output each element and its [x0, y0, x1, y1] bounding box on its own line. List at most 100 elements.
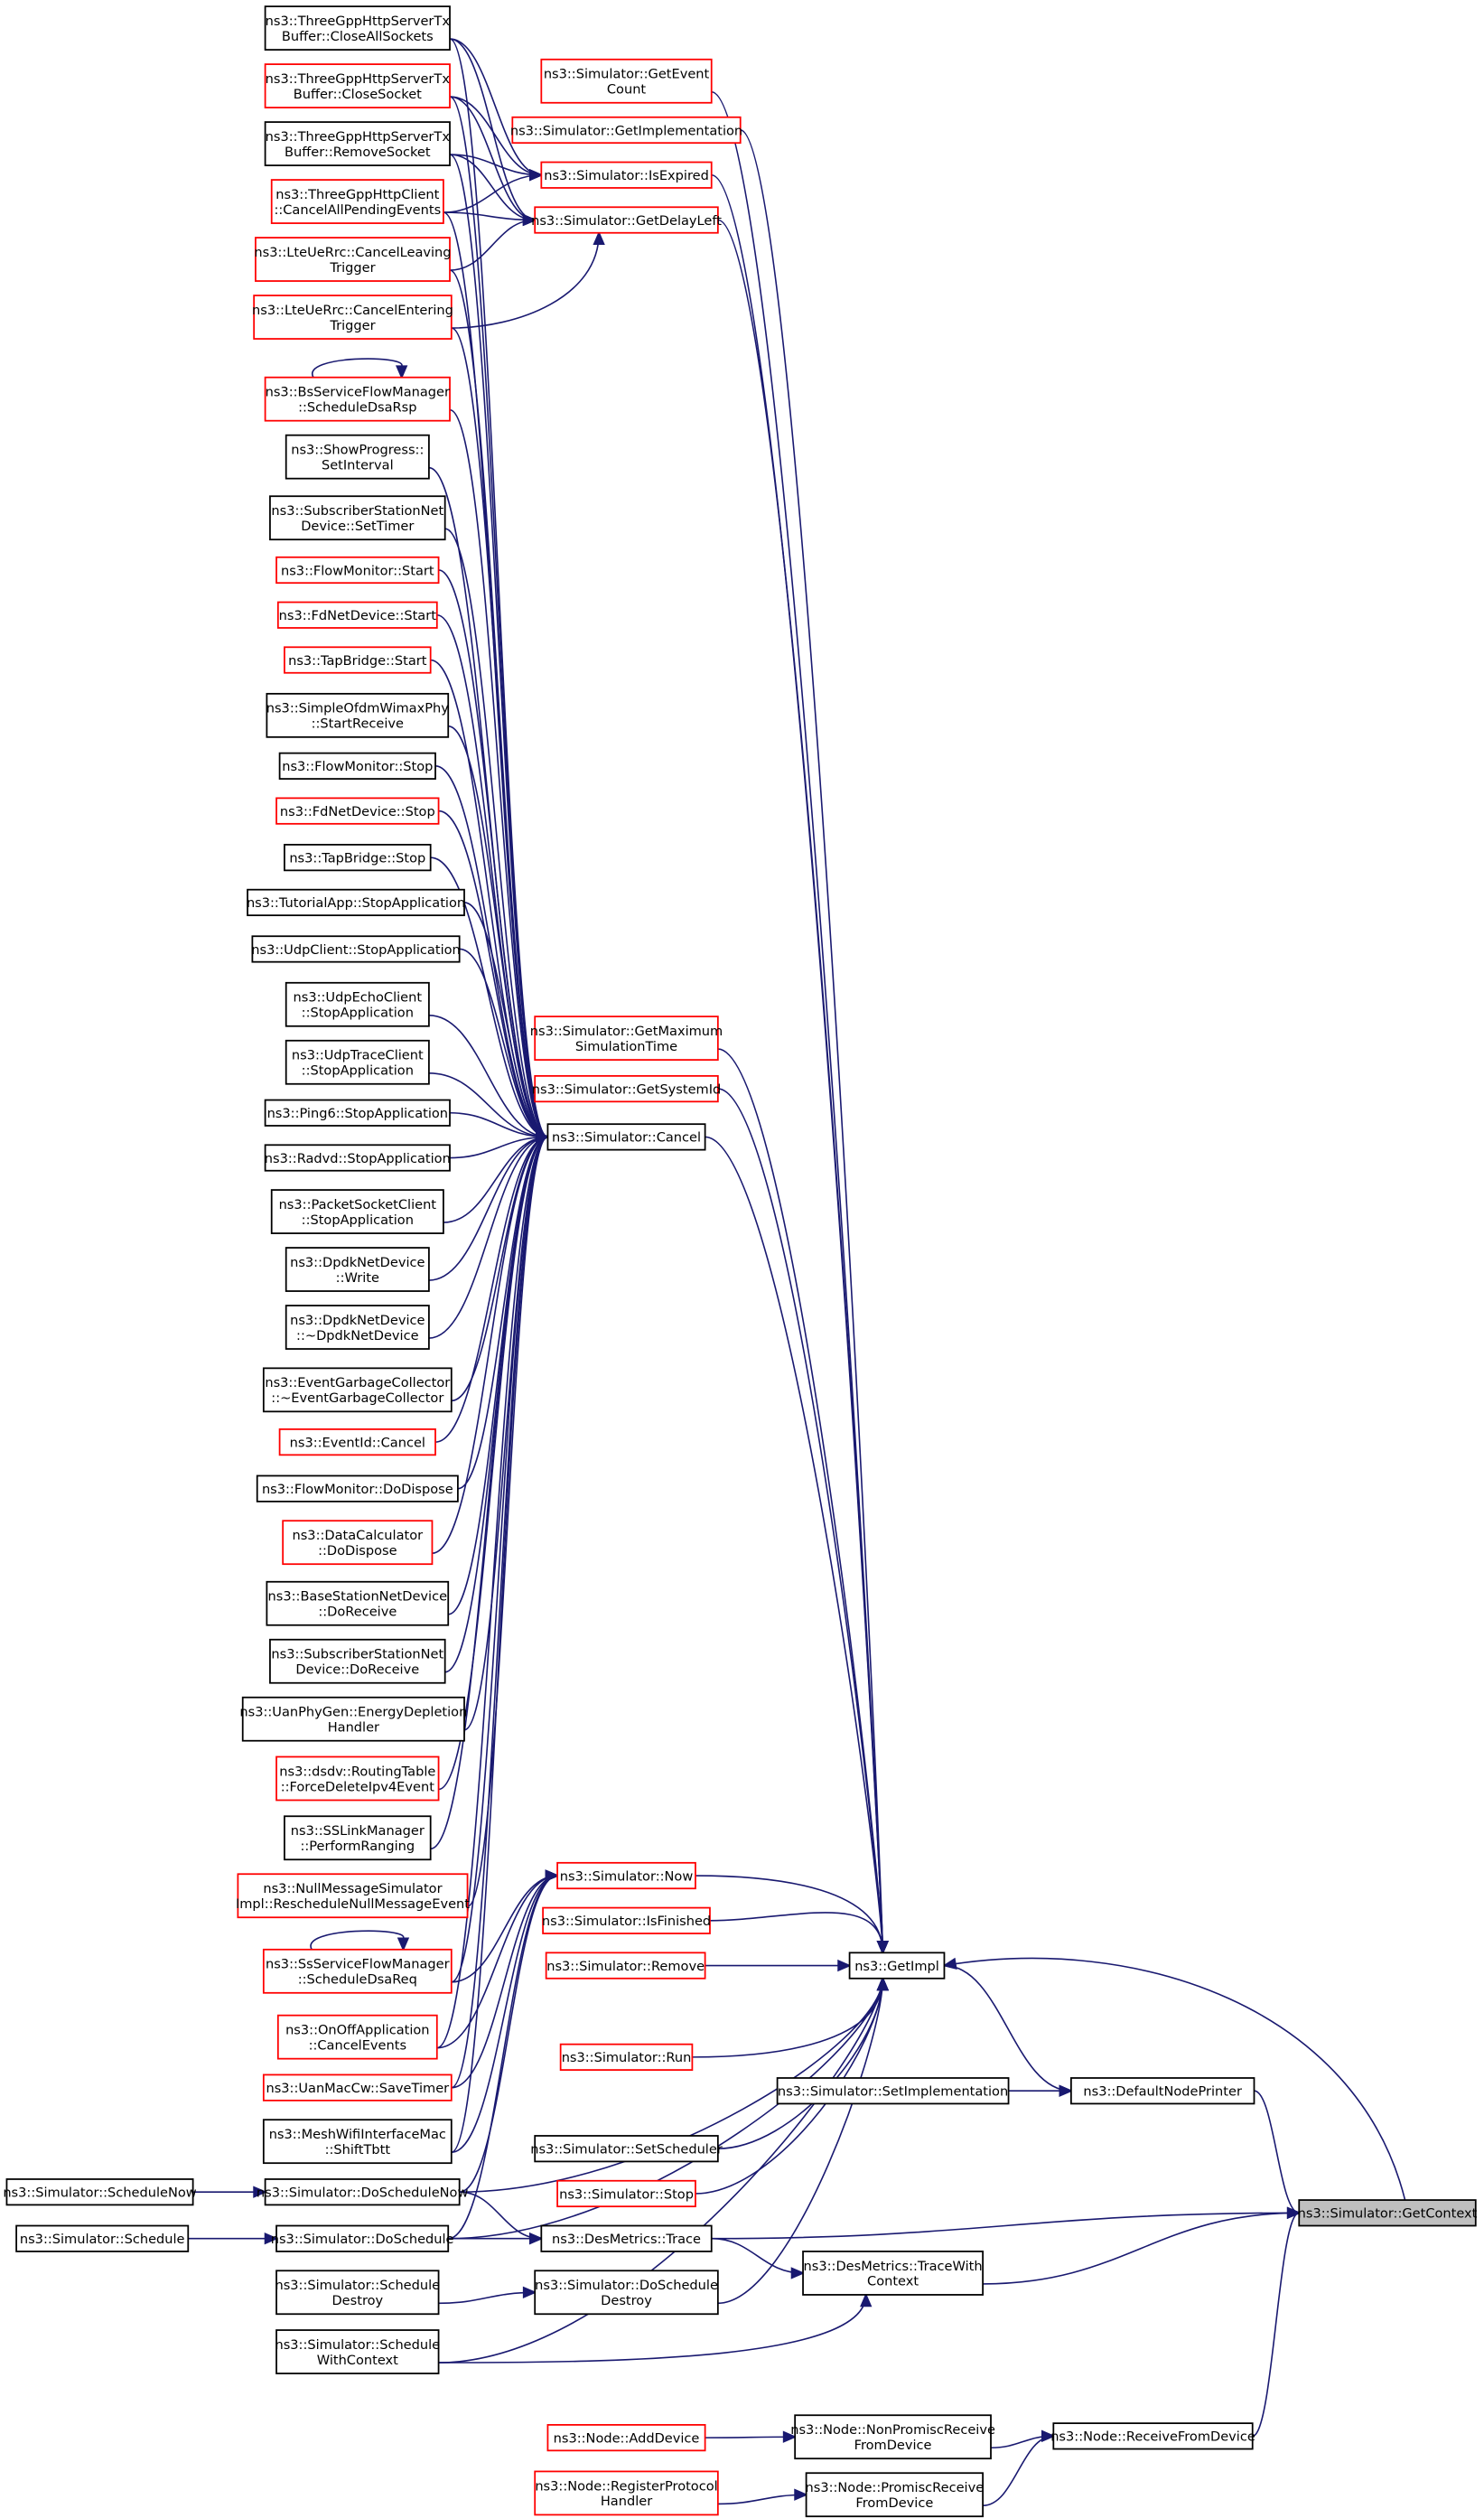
node-ns3-tapbridge-stop[interactable]: ns3::TapBridge::Stop — [284, 844, 432, 872]
node-ns3-udpechoclient-stopapplication-box[interactable] — [285, 981, 430, 1027]
node-ns3-simulator-doschedule-destroy-box[interactable] — [534, 2270, 719, 2316]
node-ns3-uanmaccw-savetimer-box[interactable] — [262, 2073, 453, 2101]
node-ns3-simulator-getmaximum-simulationtime-box[interactable] — [534, 1016, 719, 1061]
node-ns3-meshwifiinterfacemac-shifttbtt[interactable]: ns3::MeshWifiInterfaceMac::ShiftTbtt — [262, 2119, 453, 2165]
node-ns3-fdnetdevice-start-box[interactable] — [276, 601, 438, 629]
node-ns3-flowmonitor-dodispose[interactable]: ns3::FlowMonitor::DoDispose — [256, 1474, 459, 1502]
node-ns3-simulator-setimplementation[interactable]: ns3::Simulator::SetImplementation — [776, 2077, 1010, 2105]
node-ns3-simulator-getimplementation[interactable]: ns3::Simulator::GetImplementation — [510, 116, 742, 145]
node-ns3-ping6-stopapplication[interactable]: ns3::Ping6::StopApplication — [264, 1099, 451, 1127]
node-ns3-node-nonpromiscreceive-fromdevice-box[interactable] — [794, 2414, 992, 2460]
node-ns3-meshwifiinterfacemac-shifttbtt-box[interactable] — [262, 2119, 453, 2165]
node-ns3-ssserviceflowmanager-scheduledsareq[interactable]: ns3::SsServiceFlowManager::ScheduleDsaRe… — [262, 1948, 453, 1994]
node-ns3-simulator-schedule[interactable]: ns3::Simulator::Schedule — [15, 2224, 190, 2252]
node-ns3-packetsocketclient-stopapplication-box[interactable] — [270, 1189, 444, 1234]
node-ns3-showprogress-setinterval[interactable]: ns3::ShowProgress::SetInterval — [285, 434, 430, 480]
node-ns3-tutorialapp-stopapplication-box[interactable] — [247, 888, 465, 917]
node-ns3-radvd-stopapplication[interactable]: ns3::Radvd::StopApplication — [264, 1144, 451, 1172]
node-ns3-flowmonitor-stop[interactable]: ns3::FlowMonitor::Stop — [278, 752, 436, 780]
node-ns3-simulator-stop[interactable]: ns3::Simulator::Stop — [556, 2179, 696, 2208]
node-ns3-ssserviceflowmanager-scheduledsareq-box[interactable] — [262, 1948, 453, 1994]
node-ns3-dpdknetdevice-dpdknetdevice[interactable]: ns3::DpdkNetDevice::~DpdkNetDevice — [285, 1305, 430, 1350]
node-ns3-eventgarbagecollector-eventgarbagecollector[interactable]: ns3::EventGarbageCollector::~EventGarbag… — [262, 1367, 453, 1413]
node-ns3-simulator-cancel[interactable]: ns3::Simulator::Cancel — [546, 1123, 706, 1151]
node-ns3-lteuerrc-cancelleaving-trigger-box[interactable] — [255, 237, 451, 282]
node-ns3-packetsocketclient-stopapplication[interactable]: ns3::PacketSocketClient::StopApplication — [270, 1189, 444, 1234]
node-ns3-threegpphttpclient-cancelallpendingevents[interactable]: ns3::ThreeGppHttpClient::CancelAllPendin… — [270, 179, 444, 224]
node-ns3-node-registerprotocol-handler-box[interactable] — [534, 2470, 719, 2516]
node-ns3-simulator-run[interactable]: ns3::Simulator::Run — [559, 2043, 694, 2071]
node-ns3-udpechoclient-stopapplication[interactable]: ns3::UdpEchoClient::StopApplication — [285, 981, 430, 1027]
node-ns3-eventid-cancel[interactable]: ns3::EventId::Cancel — [278, 1428, 436, 1456]
node-ns3-getimpl-box[interactable] — [848, 1952, 946, 1980]
node-ns3-simulator-now-box[interactable] — [556, 1861, 696, 1890]
node-ns3-udptraceclient-stopapplication-box[interactable] — [285, 1039, 430, 1085]
node-ns3-simpleofdmwimaxphy-startreceive-box[interactable] — [266, 692, 450, 738]
node-ns3-flowmonitor-start-box[interactable] — [275, 556, 440, 585]
node-ns3-simulator-run-box[interactable] — [559, 2043, 694, 2071]
node-ns3-uanmaccw-savetimer[interactable]: ns3::UanMacCw::SaveTimer — [262, 2073, 453, 2101]
node-ns3-basestationnetdevice-doreceive[interactable]: ns3::BaseStationNetDevice::DoReceive — [266, 1580, 450, 1626]
node-ns3-simulator-doschedulenow-box[interactable] — [264, 2178, 461, 2206]
node-ns3-flowmonitor-dodispose-box[interactable] — [256, 1474, 459, 1502]
node-ns3-simulator-now[interactable]: ns3::Simulator::Now — [556, 1861, 696, 1890]
node-ns3-sslinkmanager-performranging[interactable]: ns3::SSLinkManager::PerformRanging — [284, 1815, 432, 1861]
node-ns3-nullmessagesimulator-impl-reschedulenullmessageevent[interactable]: ns3::NullMessageSimulatorImpl::Reschedul… — [236, 1873, 470, 1919]
node-ns3-udptraceclient-stopapplication[interactable]: ns3::UdpTraceClient::StopApplication — [285, 1039, 430, 1085]
node-ns3-simulator-schedulenow[interactable]: ns3::Simulator::ScheduleNow — [3, 2178, 197, 2206]
node-ns3-threegpphttpservertx-buffer-closesocket-box[interactable] — [264, 63, 451, 108]
node-ns3-node-adddevice-box[interactable] — [546, 2424, 706, 2452]
node-ns3-dpdknetdevice-write[interactable]: ns3::DpdkNetDevice::Write — [285, 1247, 430, 1292]
node-ns3-simulator-getimplementation-box[interactable] — [511, 116, 742, 145]
node-ns3-udpclient-stopapplication-box[interactable] — [251, 935, 461, 963]
node-ns3-udpclient-stopapplication[interactable]: ns3::UdpClient::StopApplication — [251, 935, 461, 963]
node-ns3-radvd-stopapplication-box[interactable] — [264, 1144, 451, 1172]
node-ns3-node-receivefromdevice[interactable]: ns3::Node::ReceiveFromDevice — [1050, 2422, 1255, 2450]
node-ns3-threegpphttpservertx-buffer-removesocket[interactable]: ns3::ThreeGppHttpServerTxBuffer::RemoveS… — [264, 121, 451, 166]
node-ns3-simulator-setscheduler-box[interactable] — [534, 2135, 719, 2163]
node-ns3-onoffapplication-cancelevents-box[interactable] — [276, 2014, 438, 2060]
node-ns3-simulator-schedule-destroy-box[interactable] — [275, 2270, 440, 2316]
node-ns3-bsserviceflowmanager-scheduledsarsp-box[interactable] — [264, 376, 451, 422]
node-ns3-simulator-getsystemid[interactable]: ns3::Simulator::GetSystemId — [532, 1074, 722, 1103]
node-ns3-dsdv-routingtable-forcedeleteipv4event[interactable]: ns3::dsdv::RoutingTable::ForceDeleteIpv4… — [275, 1755, 440, 1802]
node-ns3-dpdknetdevice-write-box[interactable] — [285, 1247, 430, 1292]
node-ns3-tapbridge-stop-box[interactable] — [284, 844, 432, 872]
node-ns3-showprogress-setinterval-box[interactable] — [285, 434, 430, 480]
node-ns3-simulator-isexpired[interactable]: ns3::Simulator::IsExpired — [540, 161, 713, 189]
node-ns3-desmetrics-trace[interactable]: ns3::DesMetrics::Trace — [540, 2224, 713, 2252]
node-ns3-bsserviceflowmanager-scheduledsarsp[interactable]: ns3::BsServiceFlowManager::ScheduleDsaRs… — [264, 376, 451, 422]
node-ns3-simulator-schedule-box[interactable] — [15, 2224, 190, 2252]
node-ns3-simulator-doschedule[interactable]: ns3::Simulator::DoSchedule — [271, 2224, 454, 2252]
node-ns3-threegpphttpservertx-buffer-closeallsockets-box[interactable] — [264, 5, 451, 51]
node-ns3-simulator-getdelayleft-box[interactable] — [534, 206, 719, 234]
node-ns3-threegpphttpservertx-buffer-closeallsockets[interactable]: ns3::ThreeGppHttpServerTxBuffer::CloseAl… — [264, 5, 451, 51]
node-ns3-simulator-remove-box[interactable] — [545, 1952, 706, 1980]
node-ns3-onoffapplication-cancelevents[interactable]: ns3::OnOffApplication::CancelEvents — [276, 2014, 438, 2060]
node-ns3-subscriberstationnet-device-settimer[interactable]: ns3::SubscriberStationNetDevice::SetTime… — [269, 495, 446, 541]
node-ns3-datacalculator-dodispose-box[interactable] — [282, 1520, 434, 1566]
node-ns3-simulator-getdelayleft[interactable]: ns3::Simulator::GetDelayLeft — [531, 206, 722, 234]
node-ns3-dsdv-routingtable-forcedeleteipv4event-box[interactable] — [275, 1755, 440, 1802]
node-ns3-getimpl[interactable]: ns3::GetImpl — [848, 1952, 946, 1980]
node-ns3-simulator-getcontext[interactable]: ns3::Simulator::GetContext — [1298, 2199, 1478, 2227]
node-ns3-defaultnodeprinter[interactable]: ns3::DefaultNodePrinter — [1069, 2077, 1255, 2105]
node-ns3-flowmonitor-stop-box[interactable] — [278, 752, 436, 780]
node-ns3-datacalculator-dodispose[interactable]: ns3::DataCalculator::DoDispose — [282, 1520, 434, 1566]
node-ns3-simulator-stop-box[interactable] — [556, 2179, 696, 2208]
node-ns3-fdnetdevice-stop-box[interactable] — [275, 797, 440, 825]
node-ns3-simulator-getsystemid-box[interactable] — [534, 1074, 719, 1103]
node-ns3-nullmessagesimulator-impl-reschedulenullmessageevent-box[interactable] — [237, 1873, 469, 1919]
node-ns3-tapbridge-start[interactable]: ns3::TapBridge::Start — [284, 646, 432, 674]
node-ns3-threegpphttpclient-cancelallpendingevents-box[interactable] — [270, 179, 444, 224]
node-ns3-threegpphttpservertx-buffer-closesocket[interactable]: ns3::ThreeGppHttpServerTxBuffer::CloseSo… — [264, 63, 451, 108]
